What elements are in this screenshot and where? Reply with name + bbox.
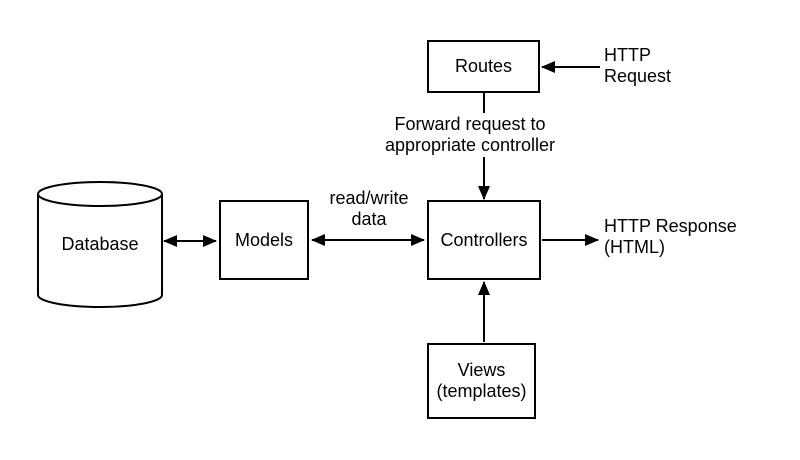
database-node-label: Database <box>61 234 139 254</box>
routes-node: Routes <box>427 40 540 93</box>
models-node: Models <box>219 200 309 280</box>
read-write-data-label: read/write data <box>329 188 409 229</box>
database-cylinder <box>37 181 163 308</box>
forward-request-label: Forward request to appropriate controlle… <box>380 113 560 157</box>
http-response-label: HTTP Response (HTML) <box>604 216 737 257</box>
http-request-label: HTTP Request <box>604 45 672 86</box>
views-node: Views (templates) <box>427 343 536 419</box>
controllers-node: Controllers <box>427 200 541 280</box>
